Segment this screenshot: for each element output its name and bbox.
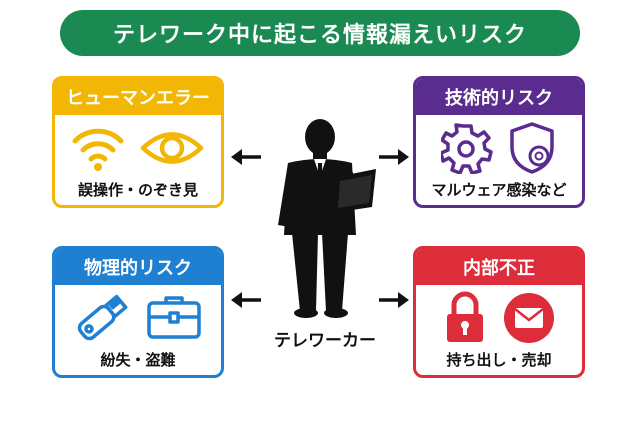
page-title: テレワーク中に起こる情報漏えいリスク <box>60 10 580 56</box>
card-physical-risk-title: 物理的リスク <box>55 249 221 285</box>
eye-icon <box>140 132 204 164</box>
arrow-right-bottom <box>379 292 409 308</box>
briefcase-icon <box>147 296 201 339</box>
shield-icon <box>510 122 554 174</box>
card-technical-risk-title: 技術的リスク <box>416 79 582 115</box>
card-technical-risk: 技術的リスク マルウェア感染など <box>413 76 585 208</box>
teleworker-label: テレワーカー <box>274 331 376 351</box>
padlock-icon <box>447 291 483 342</box>
card-human-error: ヒューマンエラー 誤操作・のぞき見 <box>52 76 224 208</box>
card-human-error-title: ヒューマンエラー <box>55 79 221 115</box>
arrow-left-top <box>231 149 261 165</box>
gear-icon <box>441 123 493 174</box>
card-insider-fraud-title: 内部不正 <box>416 249 582 285</box>
card-insider-fraud-caption: 持ち出し・売却 <box>446 351 552 369</box>
card-technical-risk-caption: マルウェア感染など <box>431 181 567 199</box>
arrow-right-top <box>379 149 409 165</box>
card-human-error-caption: 誤操作・のぞき見 <box>77 181 198 199</box>
teleworker-silhouette-icon <box>278 119 376 318</box>
wifi-icon <box>72 128 124 171</box>
card-physical-risk: 物理的リスク 紛失・盗難 <box>52 246 224 378</box>
usb-drive-icon <box>77 294 128 341</box>
mail-icon <box>504 293 554 343</box>
arrow-left-bottom <box>231 292 261 308</box>
card-insider-fraud: 内部不正 持ち出し・売却 <box>413 246 585 378</box>
card-physical-risk-caption: 紛失・盗難 <box>100 351 176 369</box>
